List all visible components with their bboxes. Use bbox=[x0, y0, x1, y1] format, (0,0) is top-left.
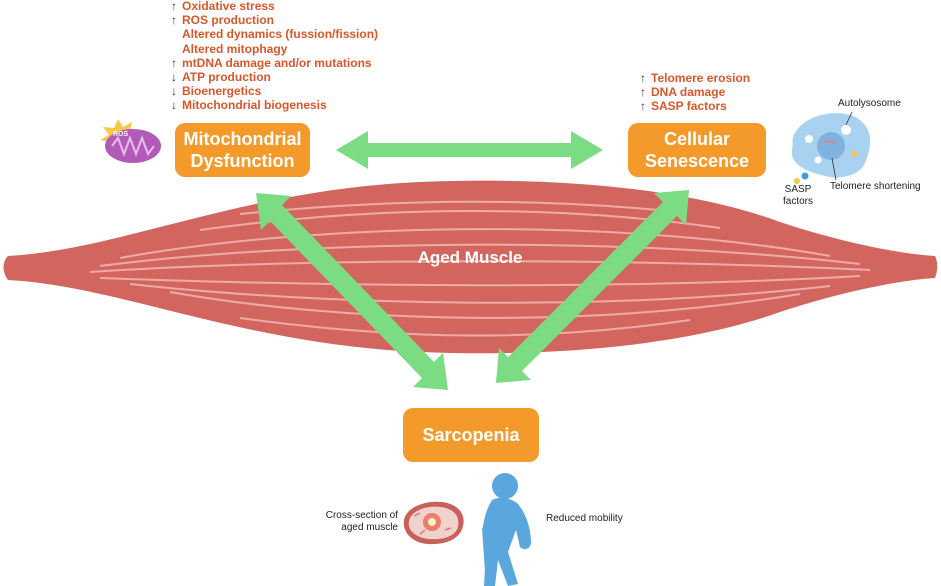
cellular-senescence-box: Cellular Senescence bbox=[628, 123, 766, 177]
arrow-mito-senescence bbox=[336, 131, 603, 169]
reduced-mobility-label: Reduced mobility bbox=[546, 513, 623, 524]
up-arrow-icon: ↑ bbox=[640, 85, 646, 100]
hallmark-item: ↑ROS production bbox=[171, 13, 274, 28]
up-arrow-icon: ↑ bbox=[640, 71, 646, 85]
box-title-line: Cellular bbox=[663, 129, 731, 149]
up-arrow-icon: ↑ bbox=[171, 0, 177, 13]
arrow-mito-sarcopenia bbox=[256, 193, 448, 390]
hallmark-item: ↑Telomere erosion bbox=[640, 71, 751, 85]
down-arrow-icon: ↓ bbox=[171, 98, 177, 113]
up-arrow-icon: ↑ bbox=[171, 55, 177, 70]
up-arrow-icon: ↑ bbox=[171, 13, 177, 28]
cross-section-label: Cross-section of aged muscle bbox=[325, 510, 398, 533]
muscle-cross-section-icon bbox=[403, 501, 464, 545]
hallmark-item: ↑DNA damage bbox=[640, 85, 726, 100]
mitochondrial-hallmarks-list: ↑Oxidative stress ↑ROS production Altere… bbox=[171, 0, 378, 113]
sarcopenia-box: Sarcopenia bbox=[403, 408, 539, 462]
arrow-senescence-sarcopenia bbox=[496, 190, 689, 383]
hallmark-item: ↓Bioenergetics bbox=[171, 84, 262, 99]
down-arrow-icon: ↓ bbox=[171, 84, 177, 99]
sasp-factors-label: SASP factors bbox=[782, 184, 813, 207]
box-title-line: Mitochondrial bbox=[183, 129, 302, 149]
hallmark-item: ↑Oxidative stress bbox=[171, 0, 275, 13]
mitochondrial-dysfunction-box: Mitochondrial Dysfunction bbox=[175, 123, 310, 177]
hallmark-item: Altered dynamics (fussion/fission) bbox=[182, 27, 379, 42]
hallmark-item: ↑SASP factors bbox=[640, 99, 727, 114]
box-title-line: Dysfunction bbox=[190, 151, 295, 171]
telomere-shortening-label: Telomere shortening bbox=[830, 181, 921, 192]
up-arrow-icon: ↑ bbox=[640, 99, 646, 114]
ros-badge-text: ROS bbox=[113, 131, 129, 138]
autolysosome-icon bbox=[841, 125, 851, 135]
hallmark-item: ↑mtDNA damage and/or mutations bbox=[171, 55, 372, 70]
aged-muscle bbox=[3, 180, 938, 354]
box-title-line: Sarcopenia bbox=[422, 425, 520, 445]
senescence-hallmarks-list: ↑Telomere erosion ↑DNA damage ↑SASP fact… bbox=[640, 71, 750, 114]
elderly-person-icon bbox=[482, 473, 532, 586]
autolysosome-label: Autolysosome bbox=[838, 98, 901, 109]
senescent-cell-icon bbox=[791, 111, 871, 184]
mitochondrion-icon: ROS bbox=[100, 119, 161, 163]
hallmark-item: ↓ATP production bbox=[171, 70, 271, 85]
aged-muscle-label: Aged Muscle bbox=[417, 248, 523, 267]
hallmark-item: ↓Mitochondrial biogenesis bbox=[171, 98, 327, 113]
sasp-factor-icon bbox=[801, 172, 809, 180]
box-title-line: Senescence bbox=[644, 151, 750, 171]
hallmark-item: Altered mitophagy bbox=[182, 41, 288, 56]
down-arrow-icon: ↓ bbox=[171, 70, 177, 85]
